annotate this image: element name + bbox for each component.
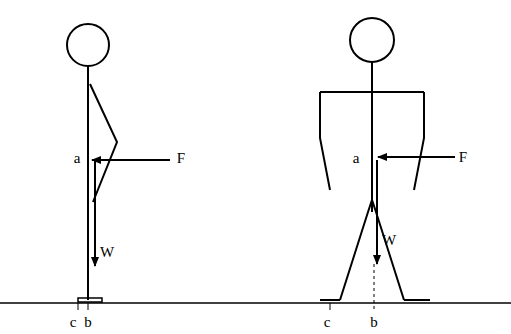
arm [414,92,424,190]
point-label: b [370,315,378,330]
foot [78,298,102,302]
head [67,24,109,66]
shoulders [320,91,424,93]
force-label: F [459,150,467,165]
body [87,66,89,300]
tick [78,303,79,310]
weight-label: W [382,233,396,248]
force-arrow [378,156,455,158]
tick [330,303,331,310]
ground-line [0,302,511,304]
plumb-line [374,264,375,310]
point-label: c [70,315,77,330]
point-label: a [353,151,360,166]
tick [88,303,89,310]
force-label: F [177,151,185,166]
head [350,18,394,62]
point-label: b [84,315,92,330]
weight-arrow [376,160,378,264]
legs [340,200,404,300]
foot [404,299,430,301]
point-label: c [324,315,331,330]
foot [320,299,340,301]
force-arrow [92,159,170,161]
weight-arrow [94,160,96,266]
weight-label: W [100,245,114,260]
arm [320,92,330,190]
point-label: a [74,151,81,166]
body [371,62,373,212]
